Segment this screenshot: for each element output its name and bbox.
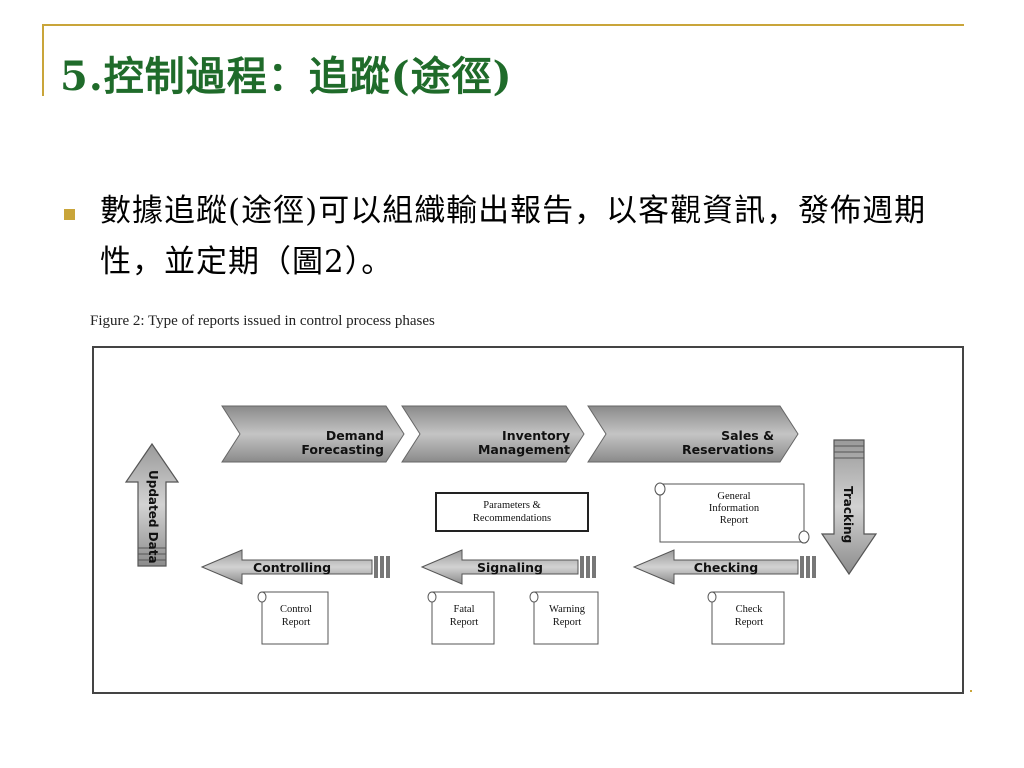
arrow-signaling: Signaling bbox=[420, 549, 596, 585]
general-information-report: General Information Report bbox=[654, 482, 810, 544]
control-report-line1: Control bbox=[280, 604, 312, 615]
figure-caption: Figure 2: Type of reports issued in cont… bbox=[90, 313, 435, 329]
warning-report-doc: Warning Report bbox=[529, 591, 599, 645]
slide-title: 5.控制過程：追蹤(途徑) bbox=[60, 53, 513, 100]
label-signaling: Signaling bbox=[477, 560, 543, 575]
chevron-demand-forecasting: Demand Forecasting bbox=[221, 405, 405, 463]
chevron-inventory-line1: Inventory bbox=[502, 428, 570, 443]
label-controlling: Controlling bbox=[253, 560, 331, 575]
parameters-box: Parameters & Recommendations bbox=[435, 492, 589, 532]
fatal-report-doc: Fatal Report bbox=[427, 591, 495, 645]
process-diagram: Demand Forecasting Inventory Management … bbox=[124, 405, 878, 645]
parameters-line2: Recommendations bbox=[473, 513, 551, 524]
fatal-report-line1: Fatal bbox=[454, 604, 475, 615]
control-report-line2: Report bbox=[282, 617, 311, 628]
general-report-line1: General bbox=[717, 491, 750, 502]
label-tracking: Tracking bbox=[841, 486, 855, 543]
title-rule-left bbox=[42, 24, 44, 96]
bullet-text: 數據追蹤(途徑)可以組織輸出報告，以客觀資訊，發佈週期性，並定期（圖2）。 bbox=[100, 193, 927, 280]
check-report-line1: Check bbox=[736, 604, 764, 615]
check-report-line2: Report bbox=[735, 617, 764, 628]
fatal-report-line2: Report bbox=[450, 617, 479, 628]
chevron-inventory-management: Inventory Management bbox=[401, 405, 585, 463]
arrow-tracking: Tracking bbox=[820, 439, 878, 576]
general-report-line2: Information bbox=[709, 503, 760, 514]
chevron-demand-line1: Demand bbox=[326, 428, 384, 443]
chevron-inventory-line2: Management bbox=[478, 442, 570, 457]
arrow-updated-data: Updated Data bbox=[124, 442, 180, 567]
control-report-doc: Control Report bbox=[257, 591, 329, 645]
check-report-doc: Check Report bbox=[707, 591, 785, 645]
bullet-marker bbox=[64, 209, 75, 220]
decorative-dot bbox=[970, 690, 972, 692]
chevron-sales-line2: Reservations bbox=[682, 442, 774, 457]
parameters-line1: Parameters & bbox=[483, 500, 540, 511]
chevron-sales-line1: Sales & bbox=[721, 428, 774, 443]
warning-report-line1: Warning bbox=[549, 604, 586, 615]
label-checking: Checking bbox=[694, 560, 758, 575]
title-rule-top bbox=[42, 24, 964, 26]
figure-frame: Demand Forecasting Inventory Management … bbox=[92, 346, 964, 694]
arrow-checking: Checking bbox=[632, 549, 816, 585]
arrow-controlling: Controlling bbox=[200, 549, 390, 585]
general-report-line3: Report bbox=[720, 515, 749, 526]
warning-report-line2: Report bbox=[553, 617, 582, 628]
chevron-sales-reservations: Sales & Reservations bbox=[587, 405, 799, 463]
chevron-demand-line2: Forecasting bbox=[301, 442, 384, 457]
label-updated-data: Updated Data bbox=[146, 470, 160, 564]
